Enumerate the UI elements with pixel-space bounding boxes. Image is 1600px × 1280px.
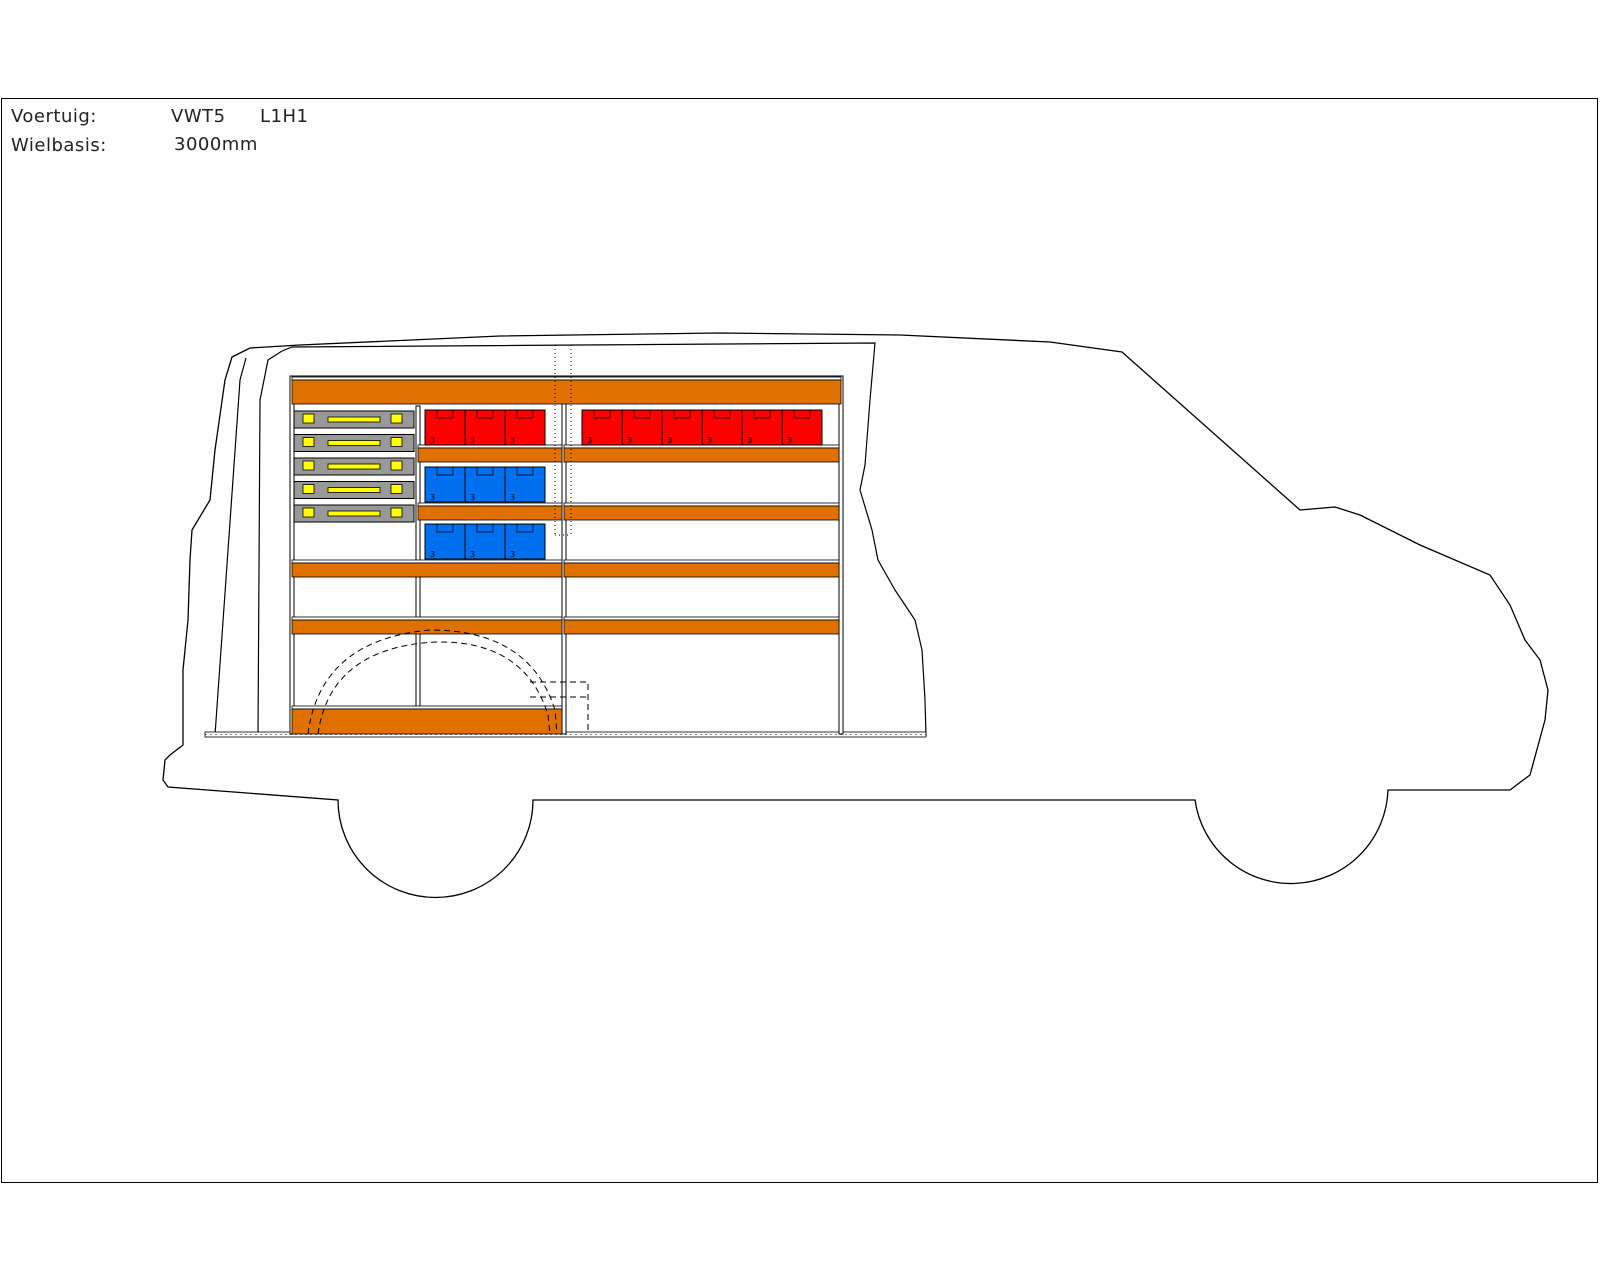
shelf-lip bbox=[417, 502, 563, 507]
storage-bin bbox=[504, 466, 546, 503]
bin-tab bbox=[476, 409, 494, 419]
rack-upright bbox=[561, 375, 567, 735]
shelving-rack: 3 3 3 3 3 3 3 3 3 3 3 3 3 3 3 bbox=[289, 375, 844, 735]
shelf bbox=[291, 619, 563, 635]
shelf-lip bbox=[291, 559, 563, 564]
storage-bin bbox=[781, 409, 823, 446]
bin-tab bbox=[476, 523, 494, 533]
bin-number: 3 bbox=[510, 550, 515, 559]
drawer-label bbox=[302, 460, 315, 471]
vehicle-value: VWT5 bbox=[171, 106, 226, 127]
shelf bbox=[417, 447, 563, 463]
shelf-lip bbox=[563, 502, 840, 507]
storage-bin bbox=[464, 466, 506, 503]
wheel-arch-outer bbox=[307, 629, 558, 735]
bin-number: 3 bbox=[747, 436, 752, 445]
shelf bbox=[417, 505, 563, 521]
bin-tab bbox=[436, 409, 454, 419]
drawer-handle bbox=[327, 440, 381, 446]
drawer-handle bbox=[327, 416, 381, 423]
rack-upright bbox=[838, 375, 844, 735]
cargo-panel-outline bbox=[281, 342, 927, 737]
drawing-frame bbox=[1, 98, 1598, 1183]
wheel-arch-step bbox=[530, 681, 589, 734]
bin-tab bbox=[516, 466, 534, 476]
storage-bin bbox=[741, 409, 783, 446]
bin-tab bbox=[476, 466, 494, 476]
bin-tab bbox=[436, 466, 454, 476]
storage-bin bbox=[424, 409, 466, 446]
shelf-lip bbox=[291, 616, 563, 621]
bin-tab bbox=[593, 409, 611, 419]
drawer-label bbox=[390, 507, 403, 518]
shelf bbox=[291, 708, 563, 735]
shelf-lip bbox=[563, 559, 840, 564]
bin-tab bbox=[713, 409, 731, 419]
bin-tab bbox=[436, 523, 454, 533]
bin-number: 3 bbox=[470, 493, 475, 502]
shelf bbox=[563, 447, 840, 463]
bin-tab bbox=[793, 409, 811, 419]
wheelbase-value: 3000mm bbox=[174, 134, 258, 155]
bin-number: 3 bbox=[470, 436, 475, 445]
rack-upright bbox=[289, 375, 295, 735]
storage-bin bbox=[581, 409, 623, 446]
shelf bbox=[291, 379, 842, 405]
drawer-label bbox=[302, 437, 315, 447]
shelf-lip bbox=[563, 616, 840, 621]
shelf bbox=[563, 505, 840, 521]
bin-number: 3 bbox=[707, 436, 712, 445]
drawer-label bbox=[302, 484, 315, 494]
van-body-outline bbox=[162, 332, 1549, 899]
shelf bbox=[291, 562, 563, 578]
a-pillar-line bbox=[214, 357, 247, 736]
bin-tab bbox=[516, 523, 534, 533]
shelf bbox=[563, 562, 840, 578]
drawer-label bbox=[390, 413, 403, 424]
bin-number: 3 bbox=[787, 436, 792, 445]
drawer-label bbox=[302, 413, 315, 424]
storage-bin bbox=[424, 466, 466, 503]
drawer-handle bbox=[327, 463, 381, 470]
drawer-label bbox=[390, 460, 403, 471]
storage-bin bbox=[504, 409, 546, 446]
bin-number: 3 bbox=[627, 436, 632, 445]
storage-bin bbox=[621, 409, 663, 446]
bin-number: 3 bbox=[510, 493, 515, 502]
bin-number: 3 bbox=[430, 550, 435, 559]
bin-number: 3 bbox=[430, 436, 435, 445]
drawer-handle bbox=[327, 510, 381, 517]
bin-tab bbox=[516, 409, 534, 419]
drawer-label bbox=[390, 437, 403, 447]
vehicle-variant: L1H1 bbox=[260, 106, 309, 127]
bin-tab bbox=[673, 409, 691, 419]
shelf bbox=[563, 619, 840, 635]
bin-number: 3 bbox=[667, 436, 672, 445]
drawer-handle bbox=[327, 487, 381, 493]
wheelbase-label: Wielbasis: bbox=[11, 135, 107, 156]
bin-number: 3 bbox=[470, 550, 475, 559]
bin-number: 3 bbox=[587, 436, 592, 445]
shelf-lip bbox=[291, 705, 563, 710]
front-door-line bbox=[257, 350, 283, 736]
storage-bin bbox=[701, 409, 743, 446]
drawer-label bbox=[390, 484, 403, 494]
bin-tab bbox=[633, 409, 651, 419]
bin-number: 3 bbox=[510, 436, 515, 445]
bin-number: 3 bbox=[430, 493, 435, 502]
shelf-lip bbox=[291, 376, 842, 381]
bin-tab bbox=[753, 409, 771, 419]
vehicle-label: Voertuig: bbox=[11, 106, 97, 127]
drawer-label bbox=[302, 507, 315, 518]
